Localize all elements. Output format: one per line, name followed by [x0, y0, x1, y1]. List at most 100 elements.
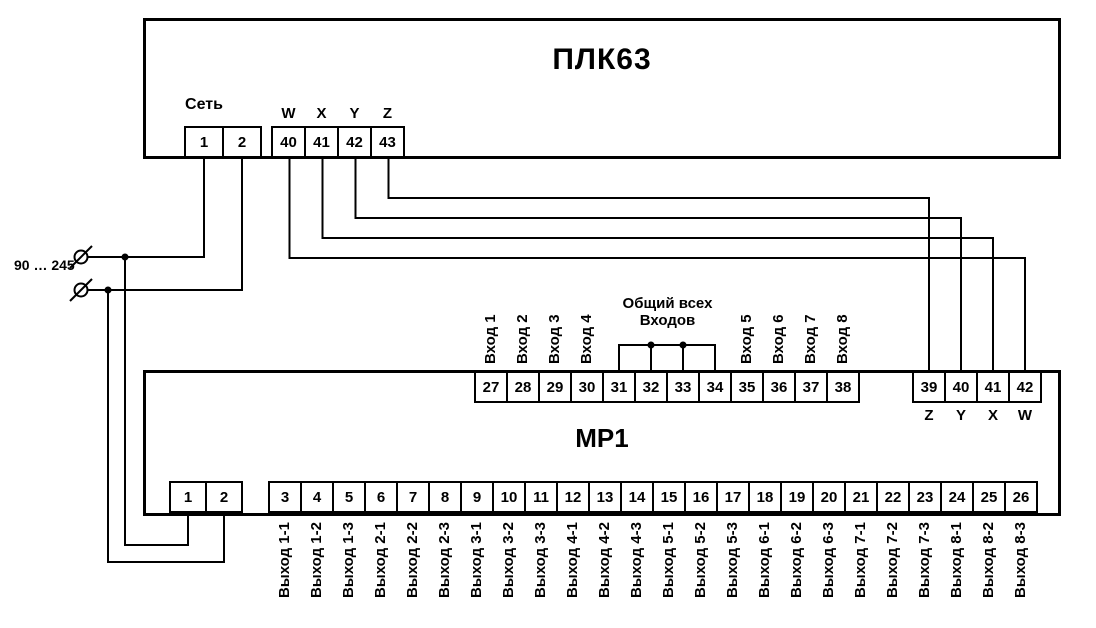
terminal: 3 — [268, 481, 302, 513]
output-label: Выход 5-2 — [692, 522, 709, 598]
power-terminal-slash — [69, 278, 93, 302]
output-label: Выход 3-1 — [468, 522, 485, 598]
input-label-cell: Вход 7 — [795, 276, 827, 364]
input-label: Вход 3 — [546, 314, 563, 364]
terminal: 36 — [762, 371, 796, 403]
input-label: Вход 6 — [770, 314, 787, 364]
input-label: Вход 8 — [834, 314, 851, 364]
output-label-cell: Выход 2-2 — [397, 522, 429, 622]
common-inputs-label-line2: Входов — [639, 312, 696, 329]
power-wire-bottom — [88, 157, 243, 291]
input-label-cell: Вход 5 — [731, 276, 763, 364]
terminal: 8 — [428, 481, 462, 513]
terminal: 40 — [944, 371, 978, 403]
output-label: Выход 5-3 — [724, 522, 741, 598]
terminal: 17 — [716, 481, 750, 513]
output-label-cell: Выход 1-3 — [333, 522, 365, 622]
output-label: Выход 6-2 — [788, 522, 805, 598]
output-label-cell: Выход 8-3 — [1005, 522, 1037, 622]
power-branch-top — [124, 257, 189, 546]
output-label: Выход 3-2 — [500, 522, 517, 598]
output-label: Выход 8-1 — [948, 522, 965, 598]
output-label: Выход 8-3 — [1012, 522, 1029, 598]
terminal: 19 — [780, 481, 814, 513]
plc-box: ПЛК63 — [143, 18, 1061, 159]
plc-net-label: Сеть — [185, 96, 223, 113]
terminal: 10 — [492, 481, 526, 513]
power-branch-bottom — [107, 290, 225, 563]
junction-dot — [121, 253, 129, 261]
output-label: Выход 2-3 — [436, 522, 453, 598]
terminal: 33 — [666, 371, 700, 403]
output-label-cell: Выход 6-1 — [749, 522, 781, 622]
bus-letter-label: W — [1017, 406, 1033, 424]
terminal: 21 — [844, 481, 878, 513]
output-label-row: Выход 1-1 Выход 1-2 Выход 1-3 Выход 2-1 … — [269, 522, 1037, 622]
terminal: 11 — [524, 481, 558, 513]
output-label: Выход 6-1 — [756, 522, 773, 598]
output-label-cell: Выход 5-2 — [685, 522, 717, 622]
terminal: 41 — [976, 371, 1010, 403]
terminal: 2 — [222, 126, 262, 158]
output-label: Выход 6-3 — [820, 522, 837, 598]
bus-letter-label: Y — [955, 406, 966, 424]
output-label: Выход 1-1 — [276, 522, 293, 598]
output-label: Выход 2-1 — [372, 522, 389, 598]
input-label: Вход 7 — [802, 314, 819, 364]
input-label-cell — [699, 276, 731, 364]
terminal: 43 — [370, 126, 405, 158]
input-label-cell: Вход 6 — [763, 276, 795, 364]
terminal: 32 — [634, 371, 668, 403]
terminal: 15 — [652, 481, 686, 513]
output-label-cell: Выход 5-1 — [653, 522, 685, 622]
terminal: 42 — [337, 126, 372, 158]
wire-z — [387, 157, 930, 373]
output-label-cell: Выход 4-2 — [589, 522, 621, 622]
terminal: 20 — [812, 481, 846, 513]
wire-y — [354, 157, 962, 373]
output-label-cell: Выход 7-2 — [877, 522, 909, 622]
terminal: 25 — [972, 481, 1006, 513]
terminal: 31 — [602, 371, 636, 403]
wire-x — [321, 157, 994, 373]
terminal: 40 — [271, 126, 306, 158]
io-header-label: Z — [382, 104, 393, 122]
terminal: 4 — [300, 481, 334, 513]
terminal: 39 — [912, 371, 946, 403]
supply-voltage-label: 90 … 245 — [14, 257, 75, 273]
input-label-row: Вход 1 Вход 2 Вход 3 Вход 4 Вход 5 Вход … — [475, 276, 859, 364]
terminal: 29 — [538, 371, 572, 403]
terminal: 42 — [1008, 371, 1042, 403]
power-terminal-slash — [69, 245, 93, 269]
output-label: Выход 1-2 — [308, 522, 325, 598]
output-label-cell: Выход 5-3 — [717, 522, 749, 622]
input-label: Вход 5 — [738, 314, 755, 364]
input-label-cell: Вход 3 — [539, 276, 571, 364]
junction-dot — [679, 341, 687, 349]
bus-letter-label: X — [987, 406, 998, 424]
terminal: 27 — [474, 371, 508, 403]
output-label: Выход 7-3 — [916, 522, 933, 598]
input-label-cell: Вход 2 — [507, 276, 539, 364]
terminal: 24 — [940, 481, 974, 513]
input-label: Вход 1 — [482, 314, 499, 364]
output-label-cell: Выход 6-2 — [781, 522, 813, 622]
terminal: 22 — [876, 481, 910, 513]
terminal: 14 — [620, 481, 654, 513]
terminal: 35 — [730, 371, 764, 403]
input-label-cell — [667, 276, 699, 364]
junction-dot — [104, 286, 112, 294]
output-label-cell: Выход 1-1 — [269, 522, 301, 622]
terminal: 16 — [684, 481, 718, 513]
terminal: 23 — [908, 481, 942, 513]
common-inputs-label-line1: Общий всех — [622, 295, 713, 312]
output-label-cell: Выход 7-1 — [845, 522, 877, 622]
